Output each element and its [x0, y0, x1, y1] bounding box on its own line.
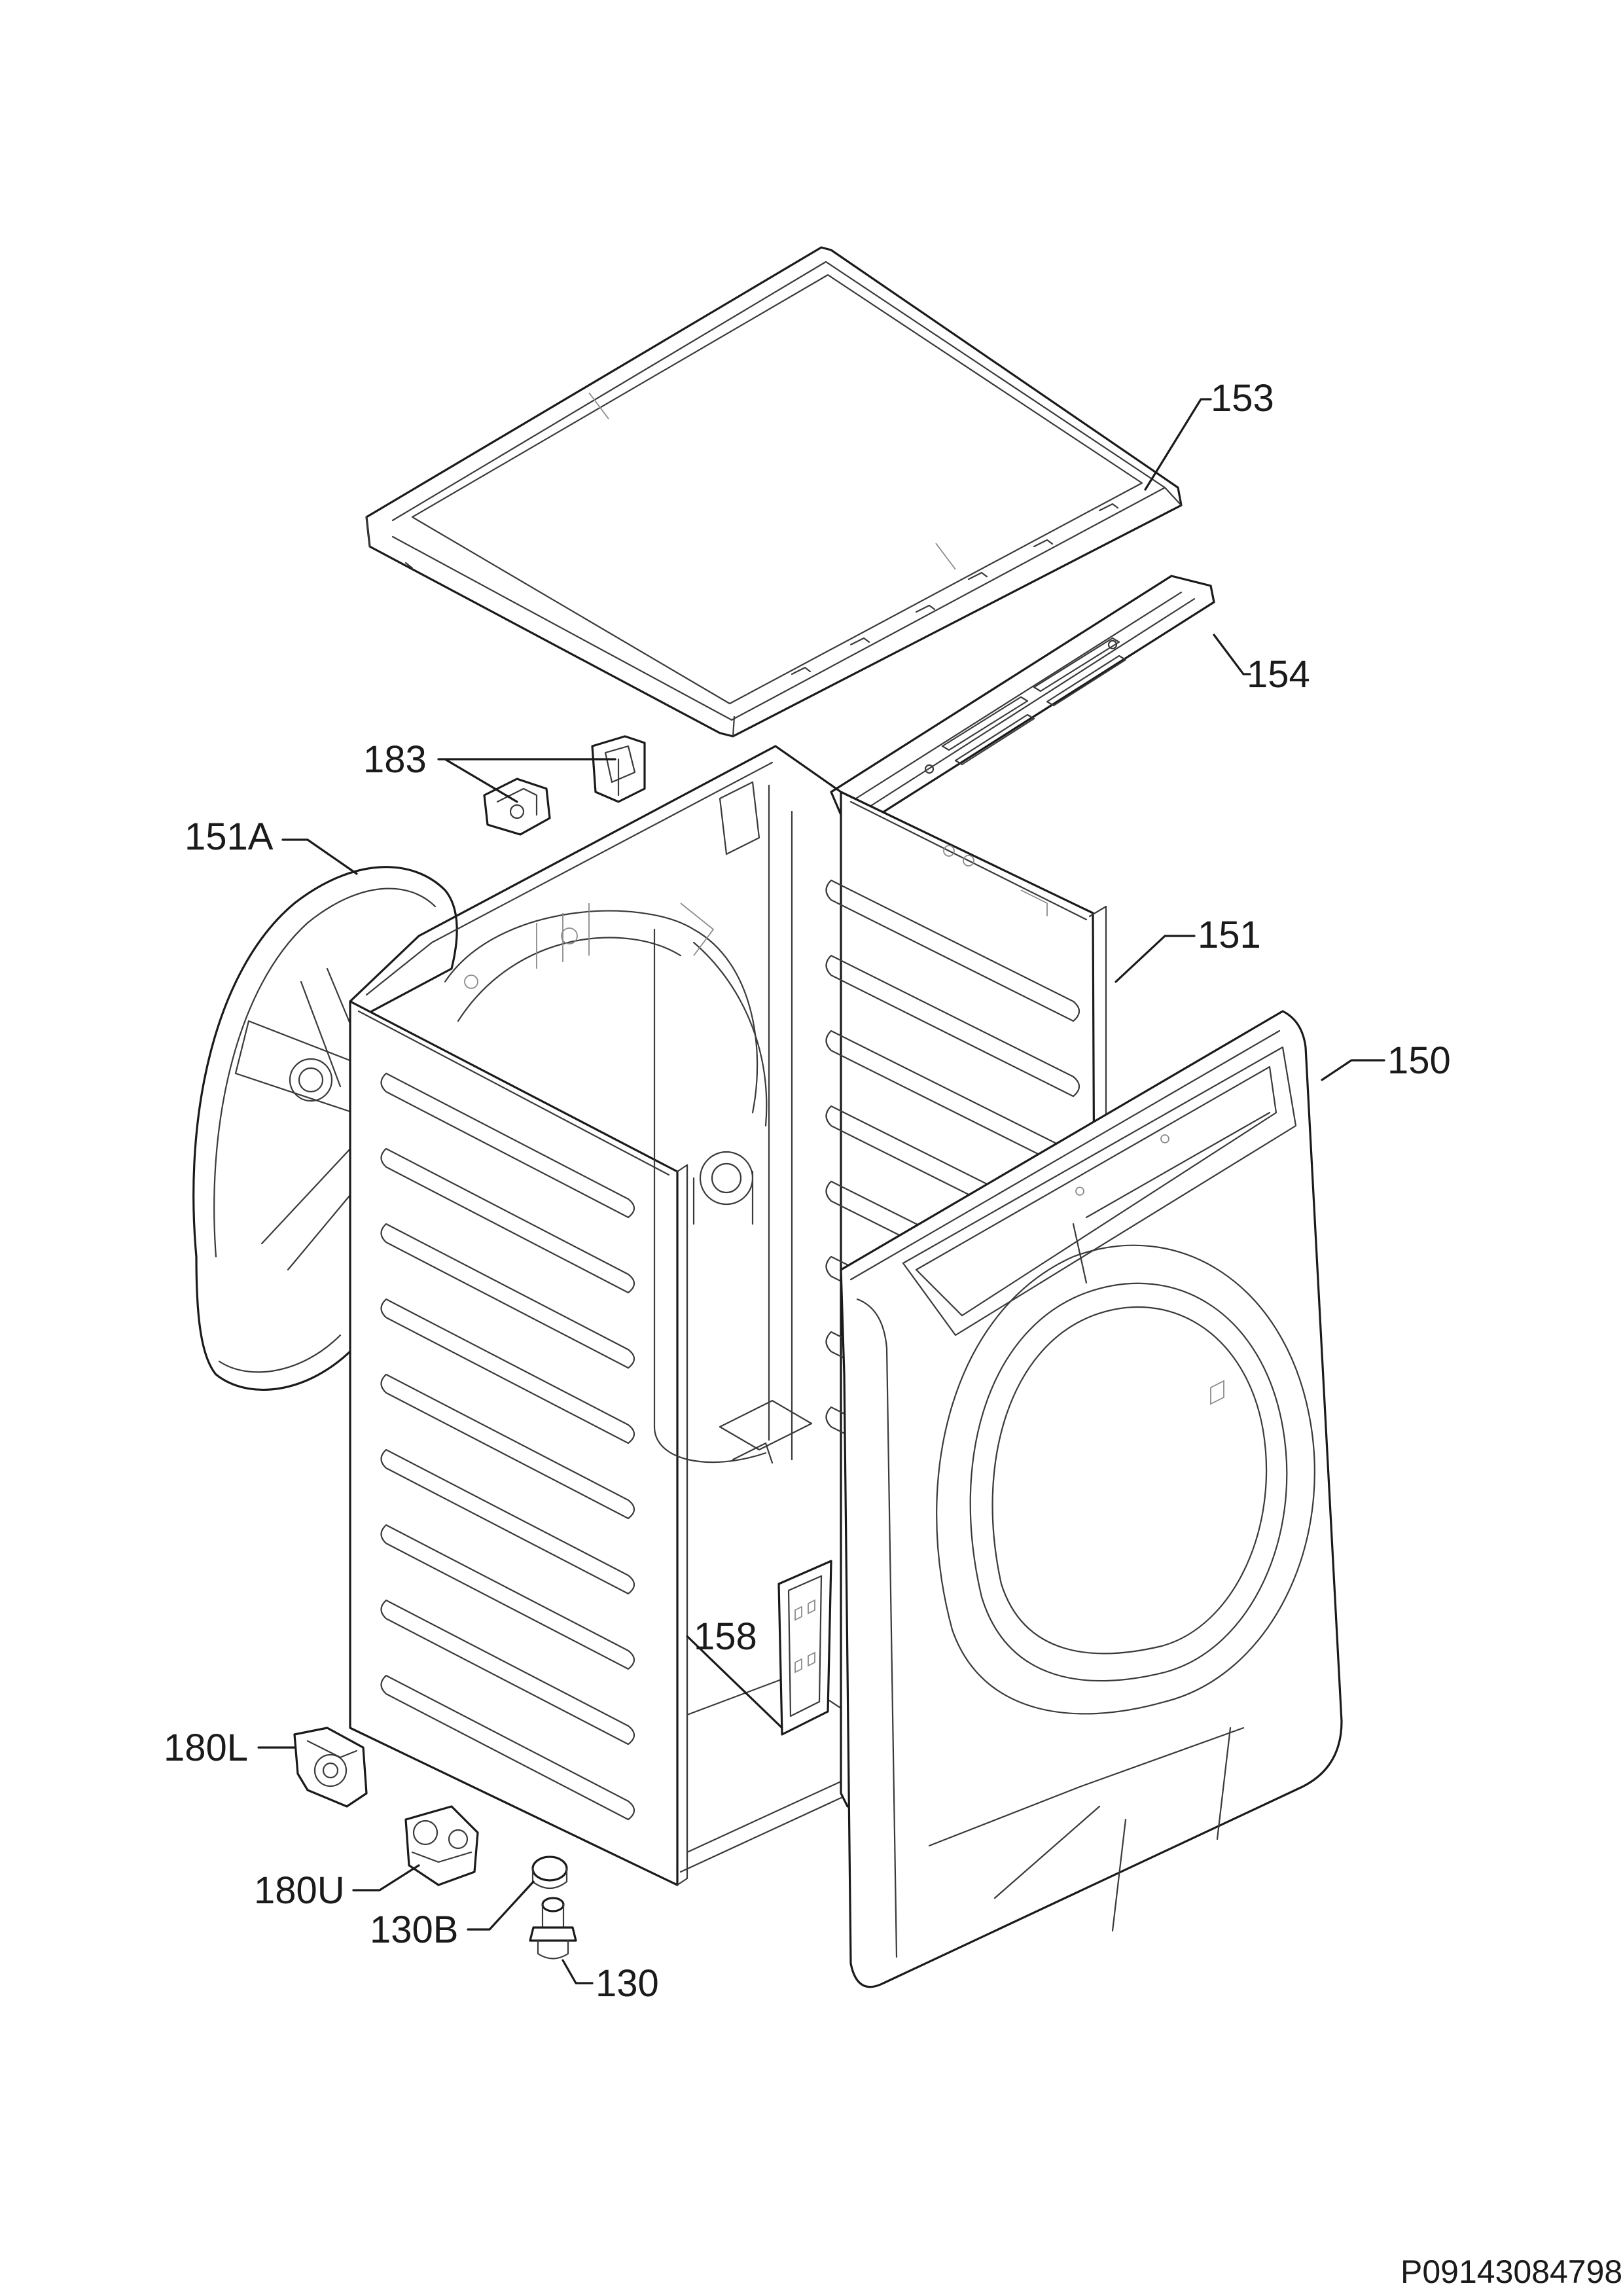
leader-158	[686, 1635, 783, 1729]
callout-153: 153	[1211, 377, 1274, 420]
rear-panel-part[interactable]	[192, 866, 458, 1391]
leader-lines	[257, 398, 1385, 1984]
leader-180U	[352, 1864, 420, 1892]
reference-code: P09143084798	[1400, 2253, 1622, 2290]
hinge-lower-part[interactable]	[293, 1727, 368, 1808]
callout-130: 130	[596, 1962, 659, 2005]
cabinet-interior	[349, 745, 852, 1873]
leader-154	[1213, 634, 1251, 675]
callout-180U: 180U	[254, 1869, 345, 1912]
base-bracket-part[interactable]	[777, 1560, 832, 1736]
front-panel-part[interactable]	[840, 1010, 1343, 1988]
callout-130B: 130B	[370, 1909, 458, 1951]
leader-130B	[467, 1880, 535, 1931]
callout-labels: 153 154 183 151A 151 150 158 180L 180U 1…	[164, 377, 1451, 2005]
leader-151A	[281, 838, 358, 875]
adjustable-foot-part[interactable]	[529, 1897, 577, 1960]
foot-nut-part[interactable]	[531, 1856, 568, 1890]
leader-153	[1144, 398, 1212, 491]
leader-183	[437, 758, 616, 803]
callout-180L: 180L	[164, 1727, 248, 1769]
clip-pair-part[interactable]	[483, 735, 646, 836]
callout-183: 183	[363, 738, 427, 781]
callout-158: 158	[694, 1615, 757, 1658]
leader-130	[562, 1959, 594, 1984]
callout-151: 151	[1198, 914, 1261, 956]
cabinet-left-side[interactable]	[349, 1000, 688, 1886]
callout-150: 150	[1387, 1039, 1451, 1082]
callout-151A: 151A	[185, 816, 274, 858]
callout-154: 154	[1247, 653, 1310, 696]
top-cover-part[interactable]	[365, 246, 1183, 738]
hinge-upper-part[interactable]	[404, 1805, 479, 1886]
leader-150	[1321, 1059, 1385, 1081]
leader-151	[1115, 935, 1196, 983]
